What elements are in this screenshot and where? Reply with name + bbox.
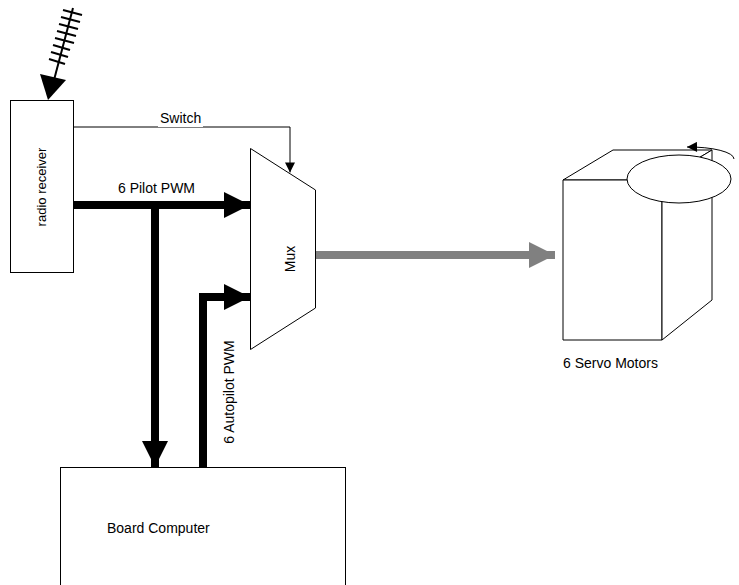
mux-trapezoid: Mux <box>250 148 316 350</box>
node-label: 6 Servo Motors <box>563 355 658 372</box>
receiver-box: radio receiver <box>10 100 74 273</box>
signal-label: 6 Pilot PWM <box>116 180 197 197</box>
signal-label: 6 Autopilot PWM <box>221 338 238 446</box>
autopilot-pwm-bus <box>203 297 250 467</box>
pilot-branch-bus <box>74 205 155 467</box>
servo-motor-illustration: 6 Servo Motors <box>555 135 737 380</box>
servo-cube <box>555 135 737 380</box>
node-label: Mux <box>281 246 298 272</box>
servo-output-bus <box>316 251 555 259</box>
computer-box: Board Computer <box>60 467 346 585</box>
node-label: Board Computer <box>107 520 210 537</box>
node-label: radio receiver <box>34 147 50 226</box>
signal-label: Switch <box>158 110 203 127</box>
